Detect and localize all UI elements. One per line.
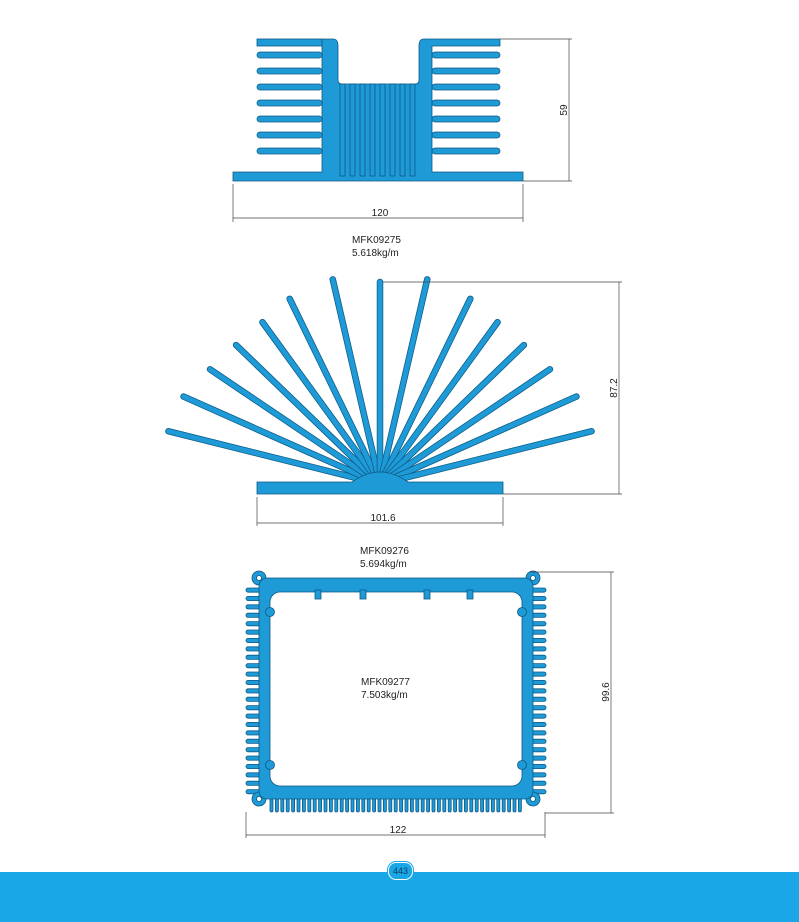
profile-mfk09277-dimensions: 122 99.6 MFK09277 7.503kg/m (245, 571, 614, 838)
fin (431, 131, 501, 139)
top-boss (466, 589, 474, 600)
footer-bar (0, 872, 799, 922)
height-dim-label: 59 (559, 104, 570, 116)
top-boss (423, 589, 431, 600)
centre-fin (339, 83, 346, 177)
profile-mfk09276-dimensions: 101.6 87.2 MFK09276 5.694kg/m (256, 281, 622, 570)
profile-mfk09275-shape (232, 38, 524, 182)
radial-fin (377, 394, 579, 487)
fin (431, 51, 501, 59)
profile-mfk09277-screw-bosses (265, 589, 527, 770)
centre-fin (389, 83, 396, 177)
side-boss (265, 760, 275, 770)
side-boss (265, 607, 275, 617)
radial-fin (377, 276, 430, 487)
width-dim-label: 101.6 (370, 513, 395, 524)
fin (256, 38, 323, 47)
radial-fin (377, 319, 501, 487)
corner-lug-hole (530, 575, 536, 581)
fin (256, 147, 323, 155)
height-dim-label: 99.6 (601, 682, 612, 702)
profile-mfk09275-fins (256, 38, 501, 177)
profile-mfk09277-cavity (269, 591, 523, 787)
radial-fin (259, 319, 383, 487)
height-dim-label: 87.2 (609, 378, 620, 398)
profile-mfk09276 (165, 276, 595, 495)
side-boss (517, 760, 527, 770)
fin (256, 115, 323, 123)
centre-fin (399, 83, 406, 177)
centre-fin (369, 83, 376, 177)
fin (256, 83, 323, 91)
corner-lug-hole (256, 796, 262, 802)
profile-weight-label: 5.618kg/m (352, 248, 399, 259)
profile-mfk09275-dimensions: 120 59 MFK09275 5.618kg/m (232, 38, 572, 259)
side-boss (517, 607, 527, 617)
fin (256, 99, 323, 107)
radial-fin (287, 296, 383, 487)
profile-mfk09276-radial-fins (165, 276, 595, 488)
radial-fin (233, 342, 383, 487)
fin (256, 51, 323, 59)
radial-fin (207, 366, 383, 487)
radial-fin (377, 366, 553, 487)
centre-fin (359, 83, 366, 177)
profile-mfk09276-base (256, 471, 504, 495)
fin (431, 67, 501, 75)
page-number: 443 (388, 862, 413, 880)
radial-fin (181, 394, 383, 487)
radial-fin (377, 296, 473, 487)
profile-code-label: MFK09275 (352, 235, 401, 246)
centre-fin (349, 83, 356, 177)
fin (431, 99, 501, 107)
centre-fin (409, 83, 416, 177)
fin (256, 67, 323, 75)
radial-fin (165, 428, 383, 487)
profile-code-label: MFK09277 (361, 677, 410, 688)
profile-mfk09275 (232, 38, 524, 182)
profile-weight-label: 7.503kg/m (361, 690, 408, 701)
top-boss (314, 589, 322, 600)
centre-fin (379, 83, 386, 177)
profile-code-label: MFK09276 (360, 546, 409, 557)
radial-fin (330, 276, 383, 487)
fin (431, 115, 501, 123)
fin (431, 147, 501, 155)
corner-lug-hole (530, 796, 536, 802)
corner-lug-hole (256, 575, 262, 581)
width-dim-label: 120 (372, 208, 389, 219)
width-dim-label: 122 (390, 825, 407, 836)
profile-weight-label: 5.694kg/m (360, 559, 407, 570)
top-boss (359, 589, 367, 600)
fin (431, 83, 501, 91)
profile-mfk09277 (245, 570, 547, 813)
fin (256, 131, 323, 139)
radial-fin (377, 342, 527, 487)
radial-fin (377, 428, 595, 487)
